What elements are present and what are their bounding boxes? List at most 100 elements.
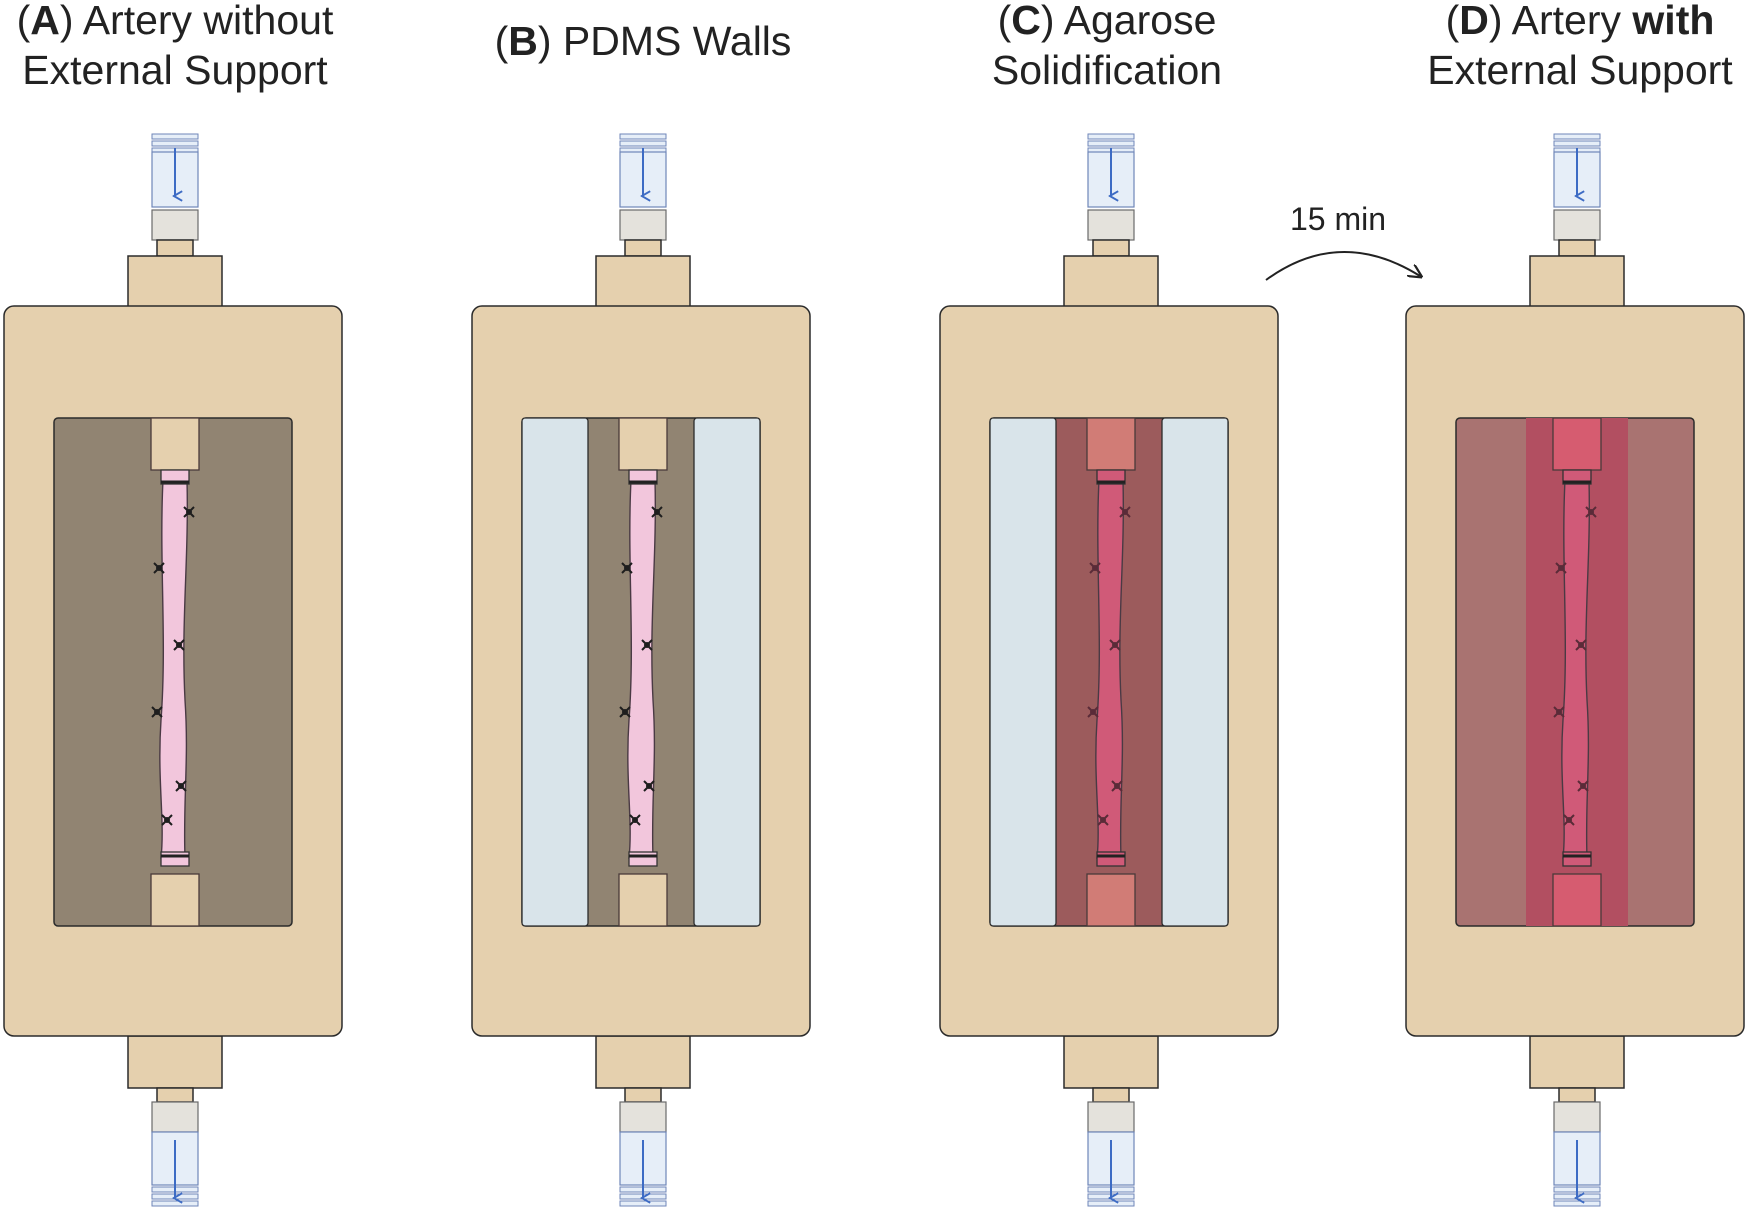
chamber-c [939,133,1279,1207]
chamber-inlet-block [595,255,691,309]
transition-label: 15 min [1290,201,1386,237]
outlet-fitting [1087,1087,1135,1207]
suture-knot-icon [1092,565,1098,571]
cannula-bottom [1096,851,1126,867]
fitting-ridge [1087,140,1135,147]
cannula-holder-top [1552,417,1602,471]
transition: 15 min [1265,201,1420,281]
suture-knot-icon [632,817,638,823]
inlet-tube [156,239,194,257]
suture-knot-icon [1558,565,1564,571]
inlet-fitting [151,133,199,257]
artery [151,469,195,867]
fitting-collar [1553,1101,1601,1133]
suture-knot-icon [644,642,650,648]
outlet-fitting [619,1087,667,1207]
fitting-ridge [1087,1200,1135,1207]
chamber-b [471,133,811,1207]
pdms-wall-left [989,417,1057,927]
chamber-inlet-block [127,255,223,309]
panel-c-title-line2: Solidification [992,47,1222,93]
artery-vessel [1561,479,1591,859]
artery-vessel [627,479,657,859]
outlet-fitting [151,1087,199,1207]
outlet-tube [624,1087,662,1103]
artery [1087,469,1131,867]
inlet-tube [1092,239,1130,257]
panel-b: (B) PDMS Walls [471,18,811,1207]
fitting-ridge [1553,140,1601,147]
suture-knot-icon [156,565,162,571]
cannula-holder-top [618,417,668,471]
fitting-collar [1553,209,1601,241]
inlet-fitting [1087,133,1135,257]
suture-knot-icon [154,709,160,715]
chamber-inlet-block [1063,255,1159,309]
fitting-ridge [1553,133,1601,140]
outlet-tube [1092,1087,1130,1103]
fitting-ridge [1087,133,1135,140]
pdms-wall-left [521,417,589,927]
cannula-holder-bottom [618,873,668,927]
fitting-collar [1087,1101,1135,1133]
suture-knot-icon [178,783,184,789]
fitting-ridge [619,133,667,140]
suture-knot-icon [1090,709,1096,715]
chamber-inlet-block [1529,255,1625,309]
panel-c: (C) Agarose Solidification [939,0,1279,1207]
chamber-outlet-block [1529,1035,1625,1089]
outlet-tube [1558,1087,1596,1103]
outlet-fitting [1553,1087,1601,1207]
inlet-tube [624,239,662,257]
fitting-collar [619,209,667,241]
outlet-tube [156,1087,194,1103]
chamber-outlet-block [1063,1035,1159,1089]
suture-knot-icon [176,642,182,648]
artery [1553,469,1597,867]
suture-knot-icon [164,817,170,823]
suture-knot-icon [1122,509,1128,515]
pdms-wall-right [1161,417,1229,927]
suture-knot-icon [622,709,628,715]
suture-knot-icon [1566,817,1572,823]
suture-knot-icon [1580,783,1586,789]
cannula-bottom [160,851,190,867]
suture-knot-icon [654,509,660,515]
fitting-ridge [1553,1200,1601,1207]
fitting-ridge [151,133,199,140]
chamber-outlet-block [595,1035,691,1089]
fitting-collar [1087,209,1135,241]
fitting-ridge [619,1200,667,1207]
curved-arrow-icon [1265,251,1420,281]
inlet-fitting [1553,133,1601,257]
suture-knot-icon [1588,509,1594,515]
cannula-bottom [1562,851,1592,867]
pdms-wall-right [693,417,761,927]
suture-knot-icon [1578,642,1584,648]
inlet-tube [1558,239,1596,257]
panel-b-title-line1: (B) PDMS Walls [495,18,792,64]
suture-knot-icon [186,509,192,515]
panel-a-title-line1: (A) Artery without [17,0,334,43]
suture-knot-icon [1114,783,1120,789]
artery [619,469,663,867]
suture-knot-icon [1112,642,1118,648]
panel-c-title-line1: (C) Agarose [998,0,1217,43]
cannula-holder-bottom [150,873,200,927]
suture-knot-icon [1556,709,1562,715]
panel-a-title-line2: External Support [22,47,328,93]
panel-d-title-line2: External Support [1427,47,1733,93]
fitting-collar [619,1101,667,1133]
panel-d: (D) Artery with External Support [1405,0,1745,1207]
chamber-d [1405,133,1745,1207]
fitting-collar [151,1101,199,1133]
artery-vessel [159,479,189,859]
inlet-fitting [619,133,667,257]
cannula-holder-top [150,417,200,471]
suture-knot-icon [624,565,630,571]
chamber-outlet-block [127,1035,223,1089]
cannula-holder-bottom [1552,873,1602,927]
panel-d-title-line1: (D) Artery with [1446,0,1715,43]
fitting-collar [151,209,199,241]
